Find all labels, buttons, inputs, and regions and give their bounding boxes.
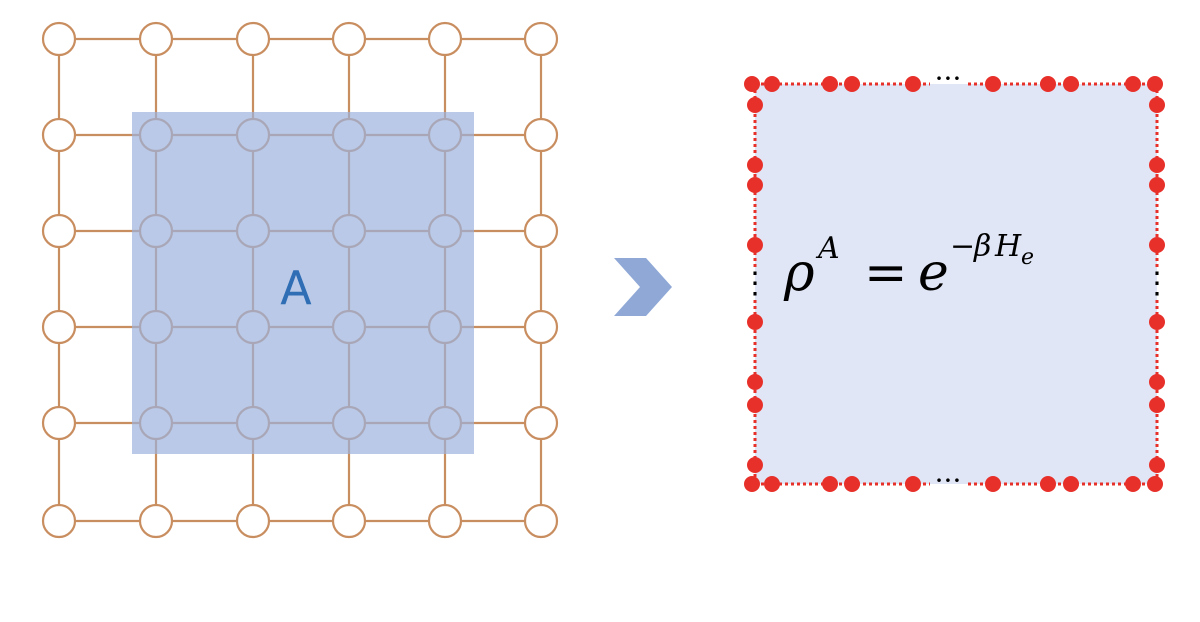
lattice-site bbox=[235, 503, 271, 539]
eq-rho: ρ bbox=[783, 243, 815, 303]
lattice-site bbox=[331, 503, 367, 539]
lattice-site bbox=[331, 21, 367, 57]
boundary-site bbox=[1149, 314, 1165, 330]
boundary-site bbox=[764, 76, 780, 92]
entanglement-boundary: ··· ··· ⋮ ⋮ ρ A = e − β H e bbox=[740, 62, 1172, 497]
boundary-site bbox=[905, 476, 921, 492]
boundary-sites bbox=[744, 76, 1165, 492]
right-ellipsis: ⋮ bbox=[1142, 266, 1172, 301]
lattice-site bbox=[523, 405, 559, 441]
lattice-site bbox=[523, 309, 559, 345]
bottom-ellipsis: ··· bbox=[935, 464, 962, 497]
boundary-site bbox=[764, 476, 780, 492]
boundary-site bbox=[747, 177, 763, 193]
boundary-site bbox=[1125, 76, 1141, 92]
boundary-site bbox=[1149, 97, 1165, 113]
lattice-site bbox=[138, 503, 174, 539]
lattice-site bbox=[523, 503, 559, 539]
eq-equals: = bbox=[864, 243, 908, 303]
boundary-site bbox=[844, 476, 860, 492]
lattice-site bbox=[41, 503, 77, 539]
boundary-site bbox=[747, 237, 763, 253]
boundary-site bbox=[1147, 76, 1163, 92]
lattice-site bbox=[41, 213, 77, 249]
lattice-site bbox=[523, 21, 559, 57]
lattice-site bbox=[523, 213, 559, 249]
entanglement-hamiltonian-equation: ρ A = e − β H e bbox=[783, 229, 1034, 303]
boundary-site bbox=[1149, 374, 1165, 390]
boundary-site bbox=[1149, 397, 1165, 413]
boundary-site bbox=[822, 76, 838, 92]
boundary-site bbox=[747, 314, 763, 330]
boundary-site bbox=[1149, 177, 1165, 193]
boundary-site bbox=[747, 374, 763, 390]
boundary-site bbox=[822, 476, 838, 492]
boundary-site bbox=[1149, 237, 1165, 253]
boundary-box bbox=[755, 84, 1157, 484]
region-label: A bbox=[280, 261, 312, 315]
lattice-site bbox=[138, 21, 174, 57]
boundary-site bbox=[747, 457, 763, 473]
boundary-site bbox=[1040, 76, 1056, 92]
boundary-site bbox=[1063, 476, 1079, 492]
subsystem-region-a bbox=[132, 112, 474, 454]
lattice-site bbox=[41, 405, 77, 441]
lattice-site bbox=[427, 21, 463, 57]
boundary-site bbox=[1063, 76, 1079, 92]
lattice-site bbox=[523, 117, 559, 153]
boundary-site bbox=[1125, 476, 1141, 492]
boundary-site bbox=[985, 476, 1001, 492]
square-lattice: A bbox=[41, 21, 559, 539]
eq-exp-subscript: e bbox=[1021, 245, 1034, 270]
lattice-site bbox=[41, 309, 77, 345]
boundary-site bbox=[985, 76, 1001, 92]
left-ellipsis: ⋮ bbox=[740, 266, 770, 301]
eq-exp-minus: − bbox=[950, 229, 975, 264]
lattice-site bbox=[427, 503, 463, 539]
boundary-site bbox=[1040, 476, 1056, 492]
chevron-right-icon bbox=[614, 258, 672, 316]
boundary-site bbox=[1149, 157, 1165, 173]
boundary-site bbox=[747, 157, 763, 173]
boundary-site bbox=[744, 76, 760, 92]
lattice-site bbox=[41, 21, 77, 57]
boundary-site bbox=[844, 76, 860, 92]
lattice-site bbox=[235, 21, 271, 57]
top-ellipsis: ··· bbox=[935, 62, 962, 95]
eq-rho-superscript: A bbox=[815, 231, 840, 266]
boundary-site bbox=[747, 97, 763, 113]
boundary-site bbox=[1147, 476, 1163, 492]
eq-base: e bbox=[918, 243, 949, 303]
eq-exp-beta: β bbox=[973, 229, 991, 264]
boundary-site bbox=[1149, 457, 1165, 473]
lattice-site bbox=[41, 117, 77, 153]
boundary-site bbox=[905, 76, 921, 92]
eq-exp-h: H bbox=[994, 229, 1022, 264]
boundary-site bbox=[747, 397, 763, 413]
boundary-site bbox=[744, 476, 760, 492]
